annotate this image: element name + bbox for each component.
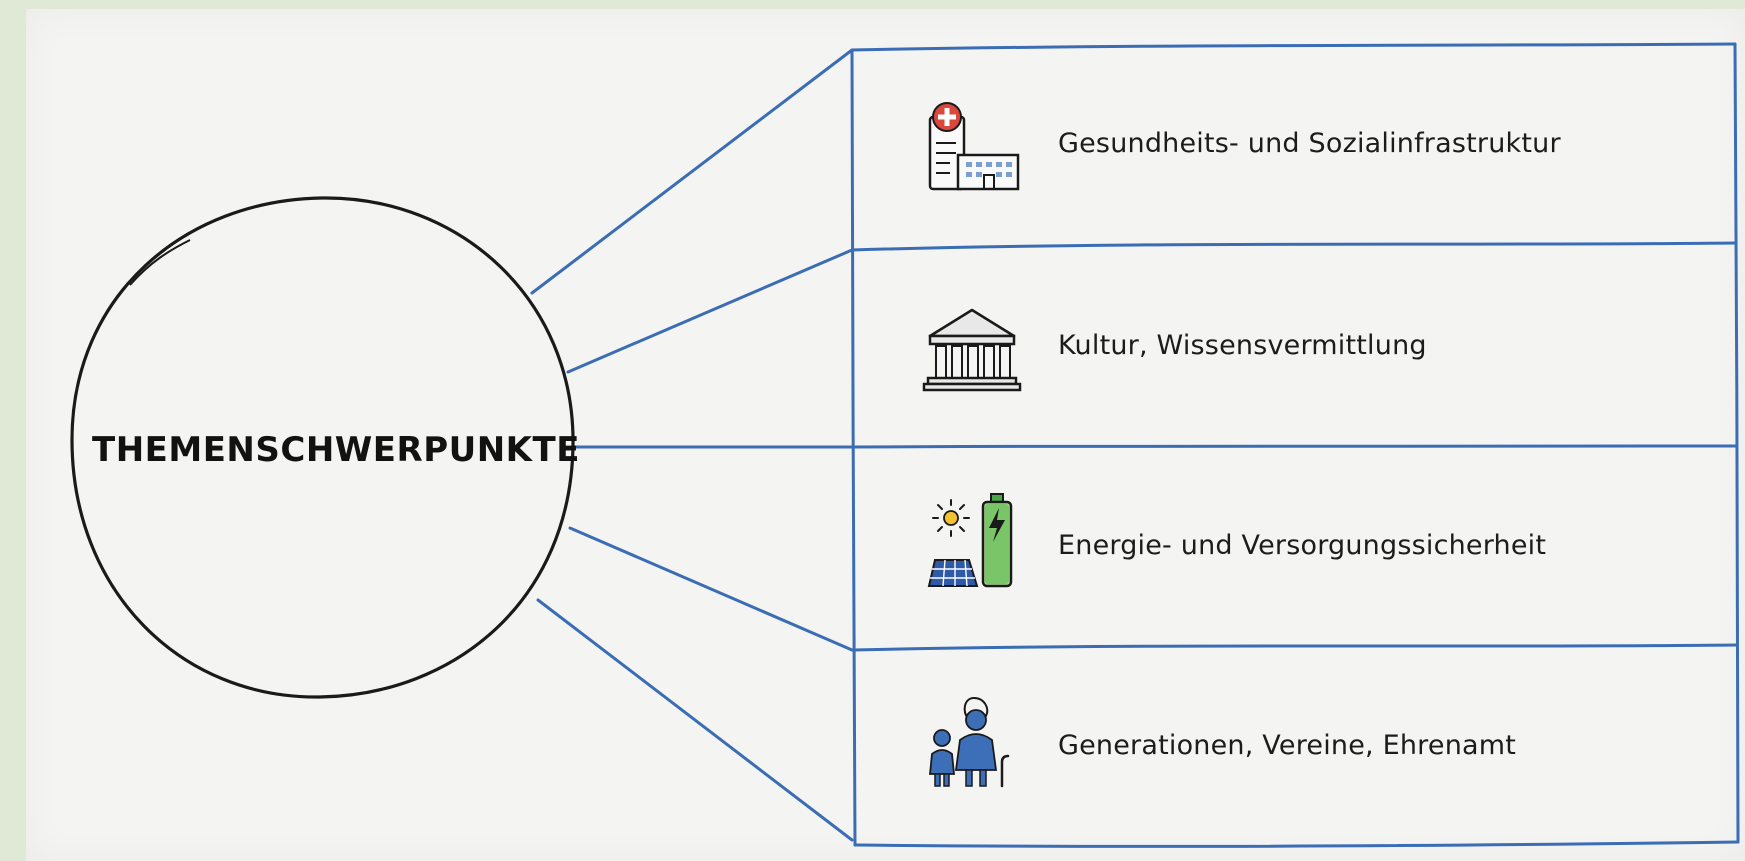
hub-circle xyxy=(70,196,575,699)
connector-line-2 xyxy=(566,248,854,374)
connector-line-1 xyxy=(530,48,854,295)
topic-frame xyxy=(850,42,1740,848)
frame-divider-2 xyxy=(850,444,1738,449)
topic-label-4: Generationen, Vereine, Ehrenamt xyxy=(1058,730,1517,761)
hub-title: THEMENSCHWERPUNKTE xyxy=(92,430,580,470)
museum-icon xyxy=(922,300,1032,400)
connector-line-4 xyxy=(568,526,854,652)
hub-circle-overlap xyxy=(129,239,191,286)
generations-icon xyxy=(922,690,1032,790)
frame-top-edge xyxy=(850,42,1737,52)
frame-divider-3 xyxy=(851,643,1739,652)
connector-lines xyxy=(530,48,854,842)
frame-right-edge xyxy=(1733,42,1740,844)
connector-line-5 xyxy=(536,598,854,842)
solar-battery-icon xyxy=(925,490,1035,590)
frame-bottom-edge xyxy=(853,840,1740,848)
whiteboard-background xyxy=(26,9,1745,861)
topic-label-2: Kultur, Wissensvermittlung xyxy=(1058,330,1427,361)
hospital-icon xyxy=(920,95,1030,195)
topic-label-1: Gesundheits- und Sozialinfrastruktur xyxy=(1058,128,1561,159)
frame-left-edge xyxy=(850,48,857,847)
frame-divider-1 xyxy=(850,241,1738,252)
topic-label-3: Energie- und Versorgungssicherheit xyxy=(1058,530,1547,561)
